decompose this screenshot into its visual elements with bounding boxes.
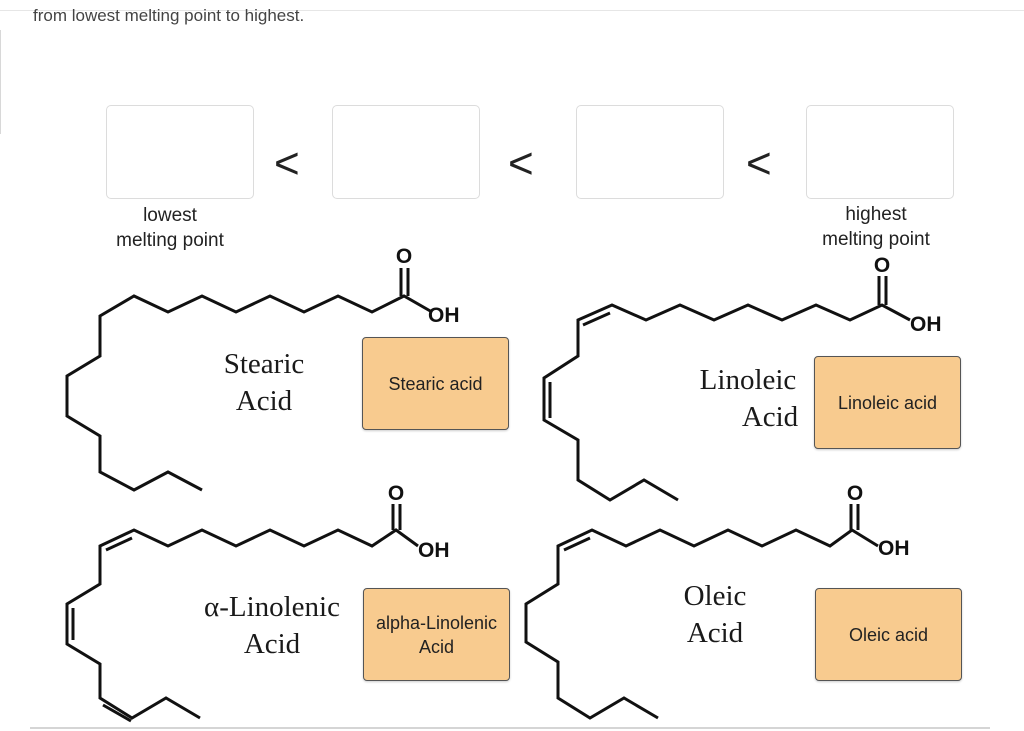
linoleic-carbonyl-o: O [874,254,890,277]
alpha-linolenic-carbonyl-o: O [388,482,404,505]
oleic-acid-tile[interactable]: Oleic acid [815,588,962,681]
stearic-carbonyl-o: O [396,245,412,268]
molecule-name-line: Acid [243,628,301,660]
rank-slot-1[interactable] [106,105,254,199]
alpha-linolenic-acid-name: α-Linolenic Acid [186,589,358,663]
highest-melting-point-label: highest melting point [822,204,930,250]
oleic-hydroxyl-oh: OH [878,537,910,560]
molecule-name-line: Stearic [223,348,305,380]
less-than-sign: < [508,139,534,188]
oleic-carbonyl-o: O [847,482,863,505]
alpha-linolenic-hydroxyl-oh: OH [418,539,450,562]
molecule-name-line: Linoleic [699,364,797,396]
rank-slot-3[interactable] [576,105,724,199]
stearic-acid-structure [65,268,433,492]
molecule-name-line: Acid [686,617,744,649]
oleic-acid-structure [524,504,879,720]
less-than-sign: < [746,139,772,188]
lowest-melting-point-label: lowest melting point [116,205,224,251]
linoleic-acid-tile[interactable]: Linoleic acid [814,356,961,449]
molecule-name-line: Acid [235,385,293,417]
molecule-name-line: Oleic [683,580,747,612]
bottom-divider [30,727,990,729]
alpha-linolenic-acid-structure [65,504,419,723]
linoleic-acid-structure [542,276,911,502]
rank-slot-4[interactable] [806,105,954,199]
oleic-acid-name: Oleic Acid [670,578,760,652]
stearic-acid-name: Stearic Acid [208,346,320,420]
molecule-name-line: Acid [741,401,799,433]
left-border [0,30,1,134]
rank-slot-2[interactable] [332,105,480,199]
linoleic-hydroxyl-oh: OH [910,313,942,336]
linoleic-acid-name: Linoleic Acid [672,362,824,436]
molecule-name-line: α-Linolenic [204,591,340,623]
less-than-sign: < [274,139,300,188]
alpha-linolenic-acid-tile[interactable]: alpha-Linolenic Acid [363,588,510,681]
stearic-acid-tile[interactable]: Stearic acid [362,337,509,430]
stearic-hydroxyl-oh: OH [428,304,460,327]
top-divider [0,10,1024,11]
instructions-text: from lowest melting point to highest. [33,6,305,25]
